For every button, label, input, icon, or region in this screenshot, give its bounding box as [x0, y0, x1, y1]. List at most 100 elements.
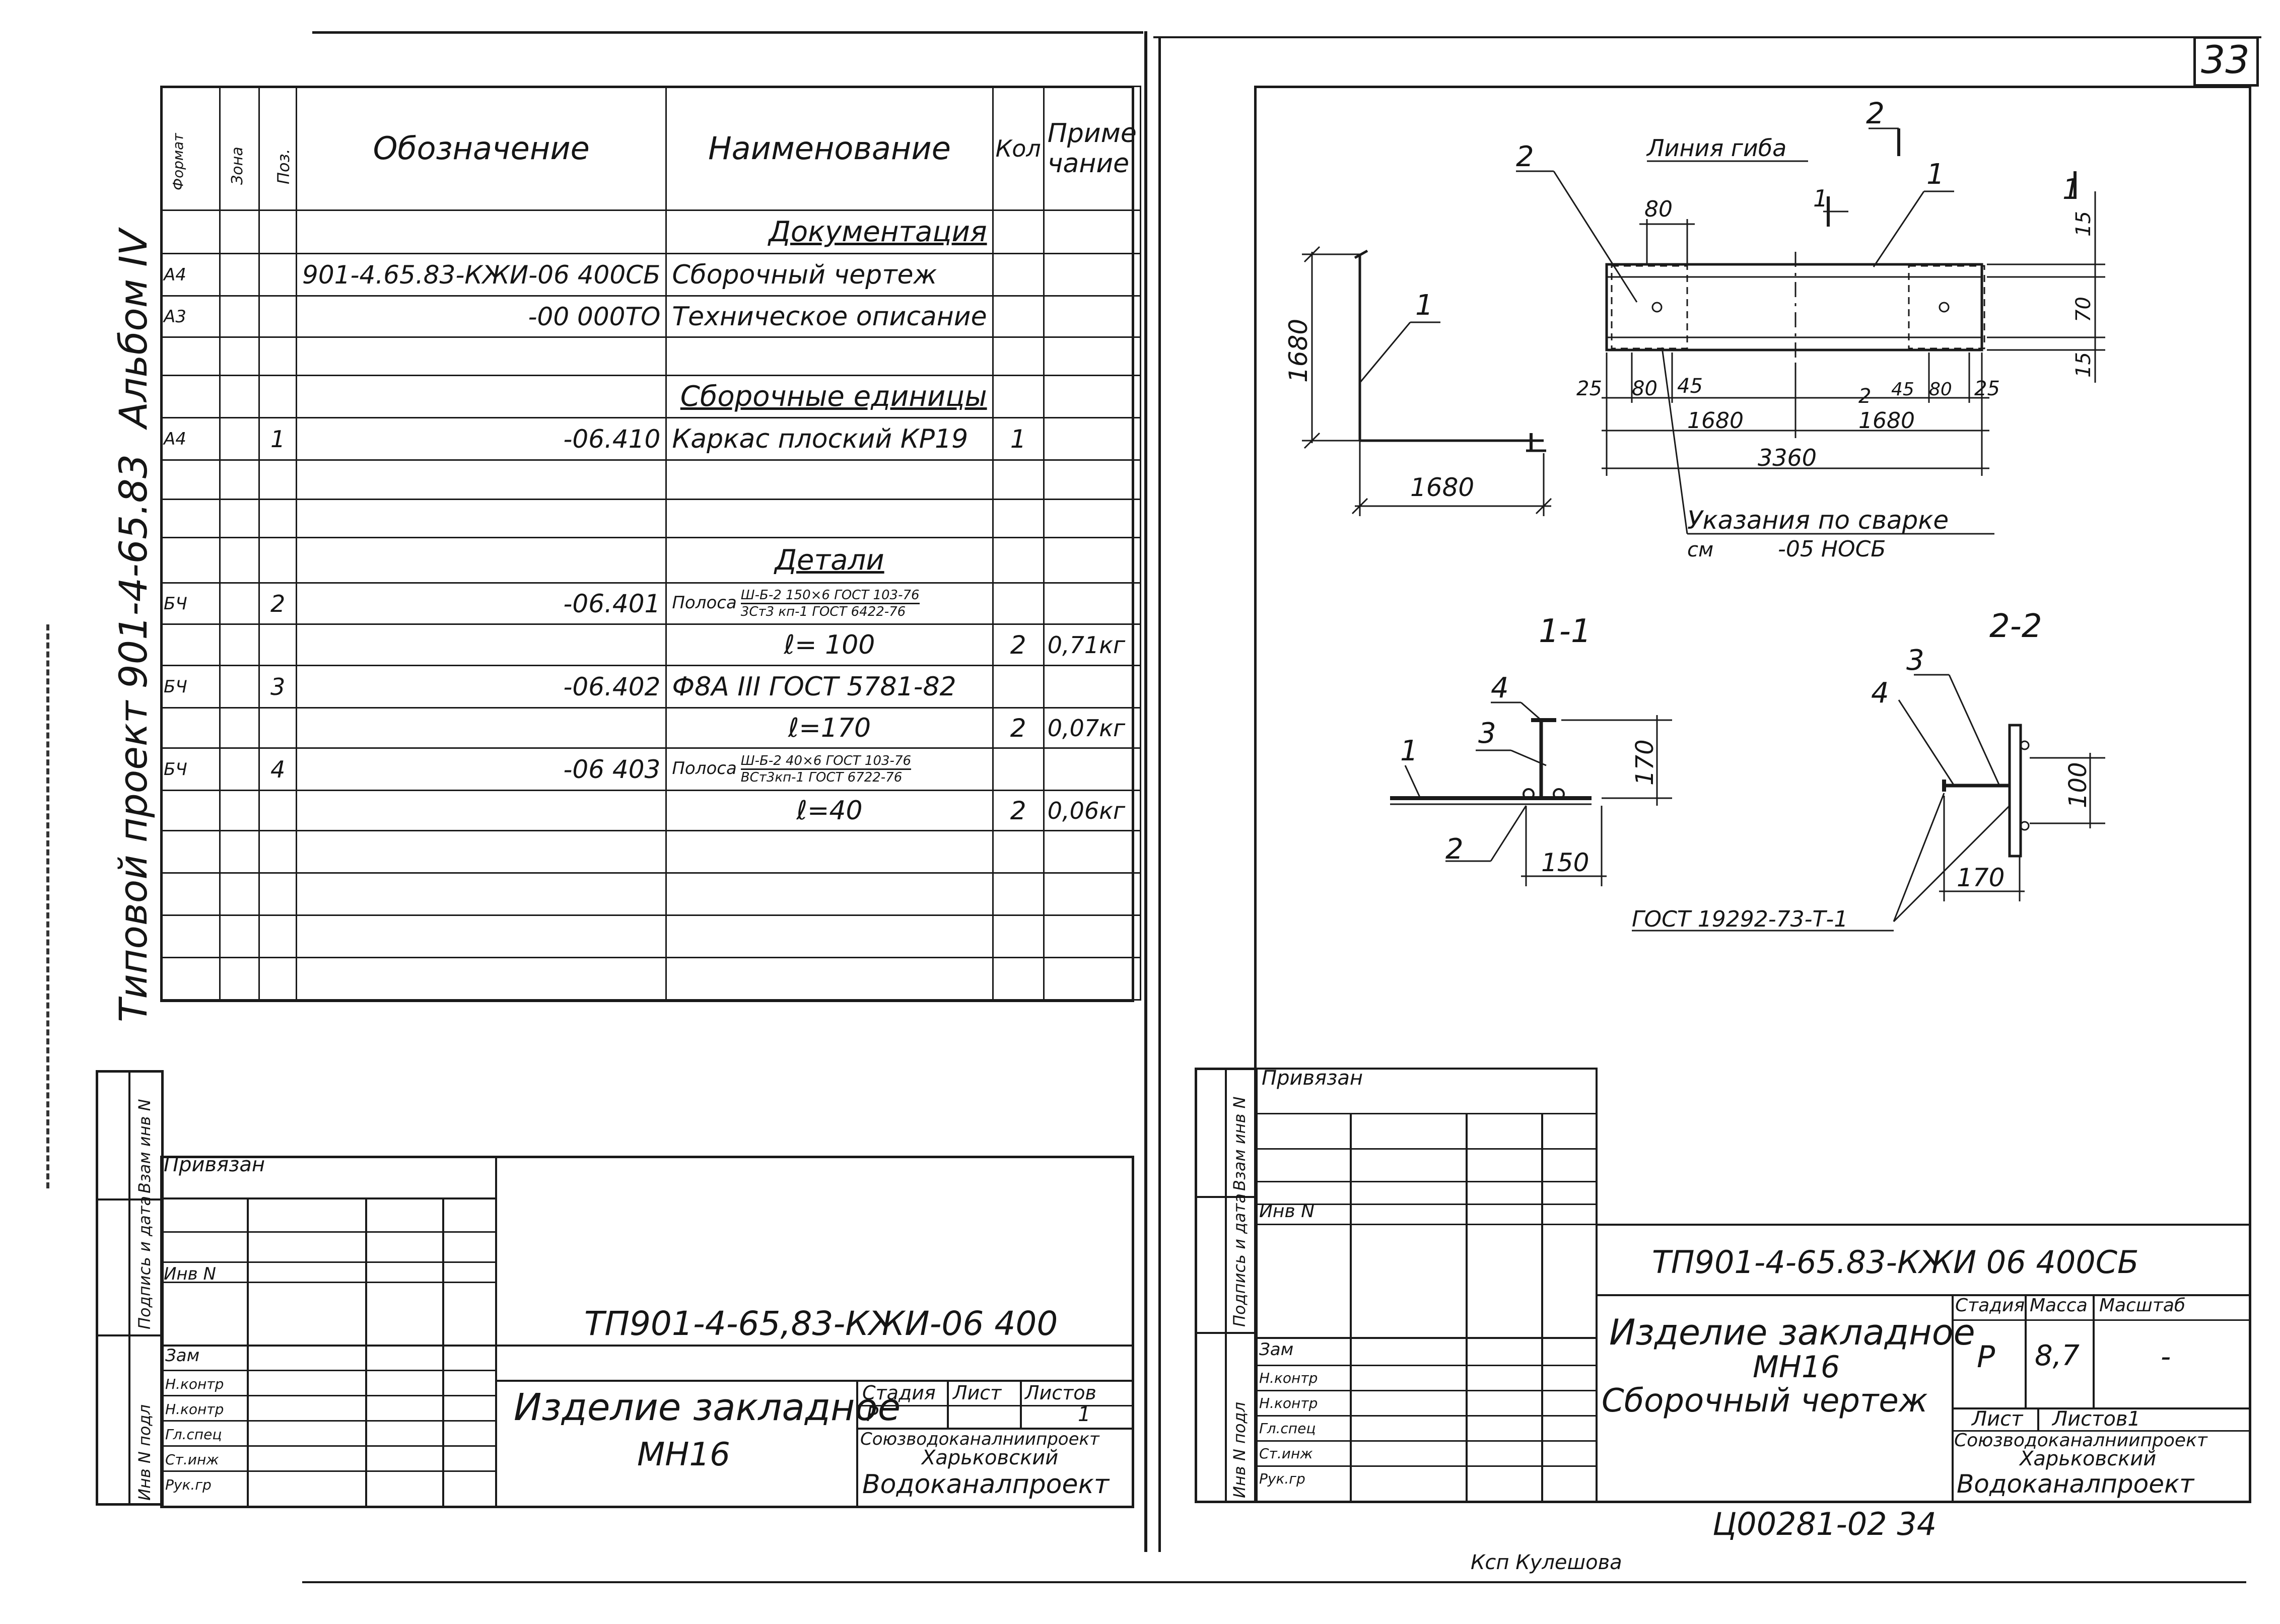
spec-cell-note: 0,07кг	[1043, 707, 1141, 749]
spec-cell-pos	[258, 336, 298, 376]
spec-cell-pos: 2	[258, 582, 298, 625]
spec-cell-qty	[992, 872, 1045, 916]
left-sheets-header: Листов	[1025, 1382, 1096, 1404]
spec-cell-format	[160, 499, 221, 538]
spec-cell-zone	[219, 707, 260, 749]
spec-cell-name: ℓ= 100	[665, 623, 994, 666]
spec-cell-note	[1043, 459, 1141, 500]
spec-cell-note	[1043, 582, 1141, 625]
staff-role: Рук.гр	[1259, 1470, 1305, 1487]
spec-cell-designation	[296, 375, 667, 418]
left-attached-label: Привязан	[164, 1153, 265, 1176]
plan-d3360: 3360	[1758, 444, 1817, 471]
spec-cell-zone	[219, 417, 260, 461]
right-title-name-3: Сборочный чертеж	[1602, 1382, 1928, 1420]
plan-d15b: 15	[2072, 352, 2095, 378]
spec-cell-note	[1043, 417, 1141, 461]
col-name: Наименование	[665, 86, 994, 211]
side-texts: 1680 1 1680	[1284, 289, 1474, 502]
spec-cell-name	[665, 872, 994, 916]
sheet-divider-right	[1158, 36, 1161, 1552]
plan-view	[1516, 127, 2105, 535]
plan-texts: 2 Линия гиба 2 1 1 1 80 15 70 15 25 80 4…	[1516, 96, 2095, 562]
left-sheets: 1	[1078, 1403, 1091, 1426]
section-22-texts: 2-2 3 4 100 170 ГОСТ 19292-73-Т-1	[1632, 608, 2092, 932]
spec-cell-qty	[992, 499, 1045, 538]
right-mass: 8,7	[2035, 1339, 2080, 1372]
right-attached-top	[1254, 1068, 1597, 1070]
spec-cell-zone	[219, 872, 260, 916]
side-view	[1302, 246, 1552, 516]
side-d1680v: 1680	[1284, 319, 1313, 383]
plan-d70: 70	[2072, 297, 2095, 322]
spec-cell-designation: -06 403	[296, 747, 667, 791]
left-title-name-2: МН16	[637, 1436, 730, 1473]
copied-by: Ксп Кулешова	[1471, 1551, 1622, 1574]
staff-role: Н.контр	[1259, 1395, 1318, 1411]
left-org-1: Союзводоканалниипроект	[860, 1429, 1099, 1449]
spec-cell-note	[1043, 336, 1141, 376]
spec-cell-name: Техническое описание	[665, 295, 994, 338]
spec-cell-qty	[992, 830, 1045, 874]
spec-cell-pos	[258, 209, 298, 254]
right-title-code: ТП901-4-65.83-КЖИ 06 400СБ	[1652, 1244, 2139, 1281]
spec-name-numerator: Ш-Б-2 40×6 ГОСТ 103-76	[740, 753, 912, 770]
spec-cell-zone	[219, 459, 260, 500]
side-pos1: 1	[1415, 289, 1433, 322]
spec-cell-name: Сборочные единицы	[665, 375, 994, 418]
spec-cell-format	[160, 459, 221, 500]
spec-cell-qty: 1	[992, 417, 1045, 461]
spec-cell-pos	[258, 872, 298, 916]
spec-cell-qty	[992, 209, 1045, 254]
spec-cell-note	[1043, 537, 1141, 584]
spec-cell-pos	[258, 957, 298, 1001]
right-title-name-2: МН16	[1753, 1350, 1840, 1385]
sec22-title: 2-2	[1989, 608, 2042, 645]
spec-cell-note	[1043, 747, 1141, 791]
sec11-d170: 170	[1631, 739, 1659, 786]
spec-cell-note: 0,71кг	[1043, 623, 1141, 666]
spec-cell-designation	[296, 209, 667, 254]
spec-cell-name	[665, 830, 994, 874]
left-dashed-edge	[46, 624, 49, 1188]
spec-name-main: Полоса	[672, 593, 737, 613]
left-title-code: ТП901-4-65,83-КЖИ-06 400	[584, 1304, 1058, 1343]
col-pos: Поз.	[258, 86, 298, 211]
spec-cell-format: БЧ	[160, 582, 221, 625]
spec-cell-pos	[258, 499, 298, 538]
col-qty: Кол	[992, 86, 1045, 211]
left-inv-label: Инв N	[164, 1264, 216, 1284]
spec-cell-zone	[219, 253, 260, 297]
plan-d80a: 80	[1632, 377, 1657, 400]
spec-cell-note	[1043, 872, 1141, 916]
left-margin-divider	[128, 1070, 130, 1506]
right-sheet-header: Лист	[1972, 1407, 2023, 1431]
spec-cell-pos: 4	[258, 747, 298, 791]
spec-cell-designation: 901-4.65.83-КЖИ-06 400СБ	[296, 253, 667, 297]
spec-cell-qty	[992, 957, 1045, 1001]
spec-cell-name: Документация	[665, 209, 994, 254]
plan-d1680b: 1680	[1858, 408, 1915, 434]
spec-cell-zone	[219, 830, 260, 874]
spec-cell-note	[1043, 957, 1141, 1001]
spec-cell-designation	[296, 336, 667, 376]
spec-cell-format: А4	[160, 417, 221, 461]
plan-weld-ref-1: см	[1687, 538, 1713, 561]
spec-cell-note	[1043, 209, 1141, 254]
spec-cell-pos	[258, 914, 298, 958]
left-stage-header: Стадия	[862, 1382, 936, 1404]
spec-cell-name	[665, 459, 994, 500]
spec-name-main: Полоса	[672, 758, 737, 779]
spec-cell-format	[160, 830, 221, 874]
plan-pos1: 1	[1926, 158, 1945, 191]
right-stage-header: Стадия	[1955, 1295, 2025, 1316]
spec-cell-zone	[219, 790, 260, 831]
spec-cell-zone	[219, 336, 260, 376]
spec-cell-pos	[258, 537, 298, 584]
